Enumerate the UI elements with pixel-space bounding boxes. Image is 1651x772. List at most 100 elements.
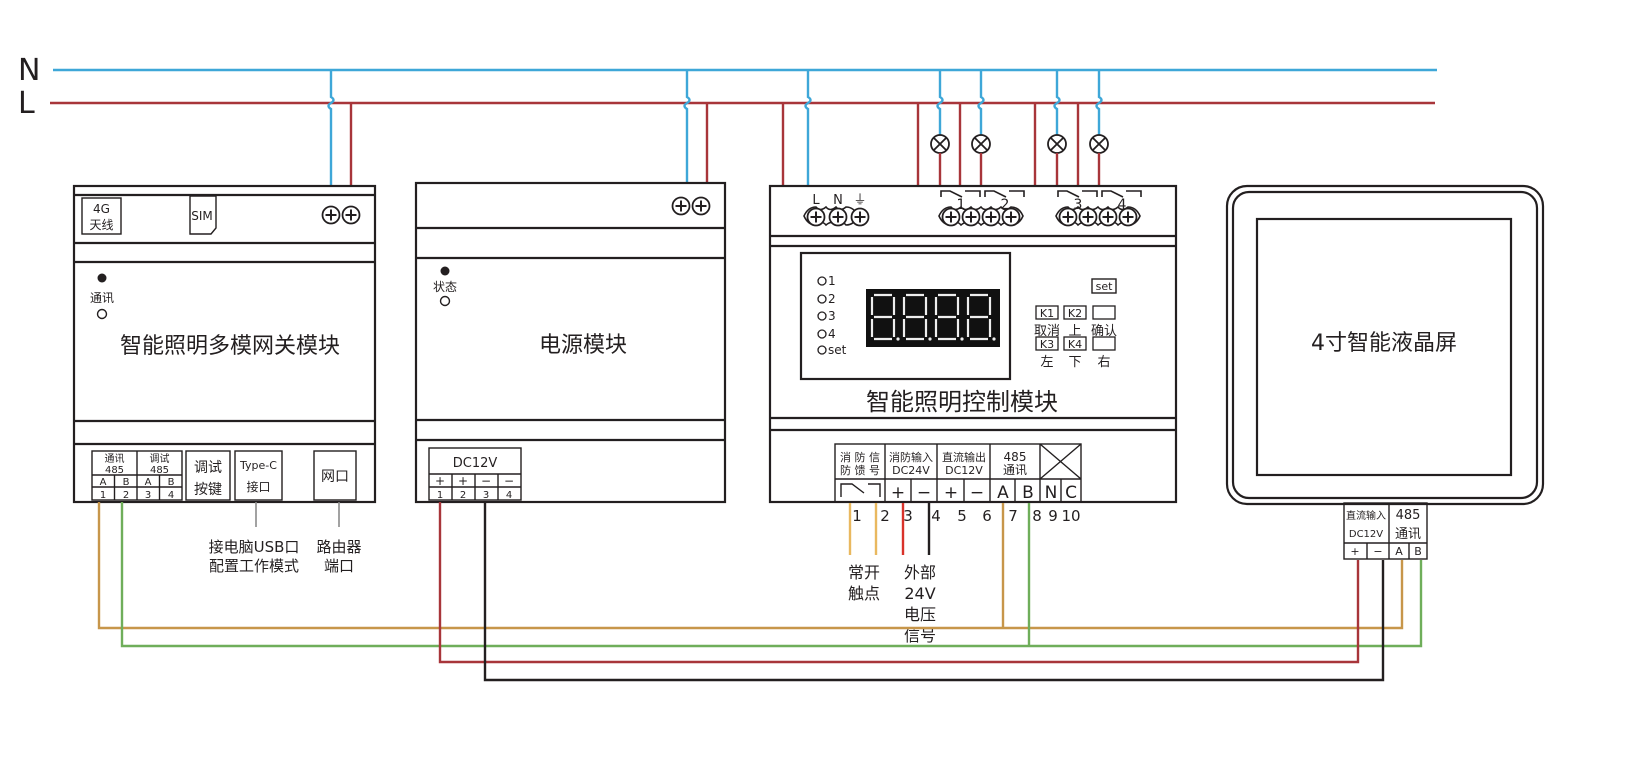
- seven-segment-display: [866, 289, 1000, 347]
- keypad-key[interactable]: 右: [1092, 336, 1116, 370]
- dc12v-positive-wire: [438, 502, 1360, 664]
- port-number: 3: [145, 490, 151, 501]
- screw-icon[interactable]: [828, 207, 848, 227]
- key-function-label: 下: [1068, 355, 1081, 370]
- terminal-number: 10: [1061, 507, 1080, 525]
- port-comm-line1: 通讯: [105, 453, 125, 465]
- lcd-title: 4寸智能液晶屏: [1311, 331, 1457, 356]
- terminal-sign: +: [891, 483, 905, 503]
- live-label: L: [18, 86, 35, 121]
- output-number: 1: [437, 490, 443, 501]
- terminal-sign: C: [1065, 483, 1077, 503]
- key-outline: [1092, 336, 1116, 351]
- terminal-number: 4: [931, 507, 941, 525]
- dc12v-negative-wire: [483, 502, 1385, 682]
- screw-icon[interactable]: [981, 207, 1001, 227]
- lcd-comm-line1: 485: [1396, 508, 1421, 523]
- display-decimal-point: [992, 337, 996, 341]
- port-number: 2: [123, 490, 129, 501]
- port-letter: A: [145, 477, 152, 488]
- router-note-line2: 端口: [324, 557, 354, 575]
- key-function-label: 确认: [1091, 324, 1117, 339]
- output-number: 4: [506, 490, 512, 501]
- voltage-note-line: 24V: [904, 584, 935, 603]
- key-function-label: 取消: [1034, 324, 1060, 339]
- lcd-terminal-sign: A: [1395, 545, 1403, 558]
- debug-button[interactable]: 调试 按键: [185, 450, 231, 501]
- status-led-on: [440, 266, 450, 276]
- keypad-key[interactable]: K4下: [1063, 336, 1087, 370]
- terminal-number: 3: [903, 507, 913, 525]
- output-number: 2: [460, 490, 466, 501]
- key-outline: [1035, 336, 1059, 351]
- terminal-number: 2: [880, 507, 890, 525]
- typec-port[interactable]: Type-C 接口: [234, 450, 283, 501]
- key-outline: [1092, 305, 1116, 320]
- lcd-screen[interactable]: [1255, 217, 1513, 477]
- terminal-group-label: 通讯: [1003, 463, 1027, 477]
- sim-slot[interactable]: SIM: [189, 195, 217, 235]
- neutral-label: N: [18, 53, 40, 88]
- lcd-dc-line2: DC12V: [1349, 529, 1383, 540]
- antenna-label-line1: 4G: [93, 202, 110, 216]
- comm-led-on: [97, 273, 107, 283]
- terminal-group-label: 防 馈 号: [840, 463, 880, 477]
- relay-contact-icon: [940, 190, 981, 198]
- dc12v-label: DC12V: [453, 456, 498, 471]
- terminal-number: 1: [852, 507, 862, 525]
- ethernet-port[interactable]: 网口: [313, 450, 357, 501]
- power-neutral-drop: [683, 70, 691, 183]
- keypad-key[interactable]: 确认: [1091, 305, 1117, 339]
- antenna-port[interactable]: 4G 天线: [81, 197, 122, 235]
- lcd-terminal-sign: +: [1350, 545, 1359, 558]
- gateway-module: 4G 天线 SIM 通讯 智能照明多模网关模块 通讯 485 调试 485 A: [72, 184, 377, 575]
- sim-label: SIM: [191, 209, 213, 223]
- port-number: 4: [168, 490, 174, 501]
- lcd-comm-line2: 通讯: [1395, 527, 1421, 542]
- keypad: K1取消K2上确认 K3左K4下右: [1034, 305, 1117, 370]
- indicator-label: 4: [828, 327, 836, 341]
- terminal-number: 7: [1008, 507, 1018, 525]
- lamp-icon: [930, 134, 950, 154]
- debug-button-line2: 按键: [194, 482, 222, 498]
- usb-note-line2: 配置工作模式: [209, 557, 299, 575]
- screw-icon[interactable]: [806, 207, 826, 227]
- display-decimal-point: [960, 337, 964, 341]
- lamp-neutral-drop: [1095, 70, 1103, 135]
- lamp-icon: [1089, 134, 1109, 154]
- screw-icon[interactable]: [1098, 207, 1118, 227]
- terminal-sign: +: [944, 483, 958, 503]
- lcd-terminal-sign: −: [1373, 545, 1382, 558]
- port-letter: A: [100, 477, 107, 488]
- comm-led-label: 通讯: [90, 291, 114, 305]
- key-id: K3: [1040, 338, 1054, 351]
- rs485-b-bus: [120, 502, 1423, 648]
- keypad-key[interactable]: K3左: [1035, 336, 1059, 370]
- terminal-sign: −: [917, 483, 931, 503]
- voltage-note-line: 外部: [904, 563, 936, 582]
- key-outline: [1063, 336, 1087, 351]
- lcd-terminal-sign: B: [1414, 545, 1422, 558]
- mains-input-label: ⏚: [853, 193, 866, 208]
- screw-icon[interactable]: [850, 207, 870, 227]
- fire-note-line1: 常开: [848, 563, 880, 582]
- terminal-sign: A: [997, 483, 1009, 503]
- output-number: 3: [483, 490, 489, 501]
- relay-contact-icon: [1101, 190, 1142, 198]
- lcd-dc-line1: 直流输入: [1346, 509, 1386, 522]
- terminal-sign: N: [1045, 483, 1058, 503]
- set-indicator: set: [1091, 278, 1117, 294]
- indicator-led: [817, 345, 827, 355]
- voltage-note-line: 信号: [904, 626, 936, 645]
- port-number: 1: [100, 490, 106, 501]
- relay-contact-icon: [984, 190, 1025, 198]
- keypad-key[interactable]: K2上: [1063, 305, 1087, 339]
- terminal-number: 9: [1048, 507, 1058, 525]
